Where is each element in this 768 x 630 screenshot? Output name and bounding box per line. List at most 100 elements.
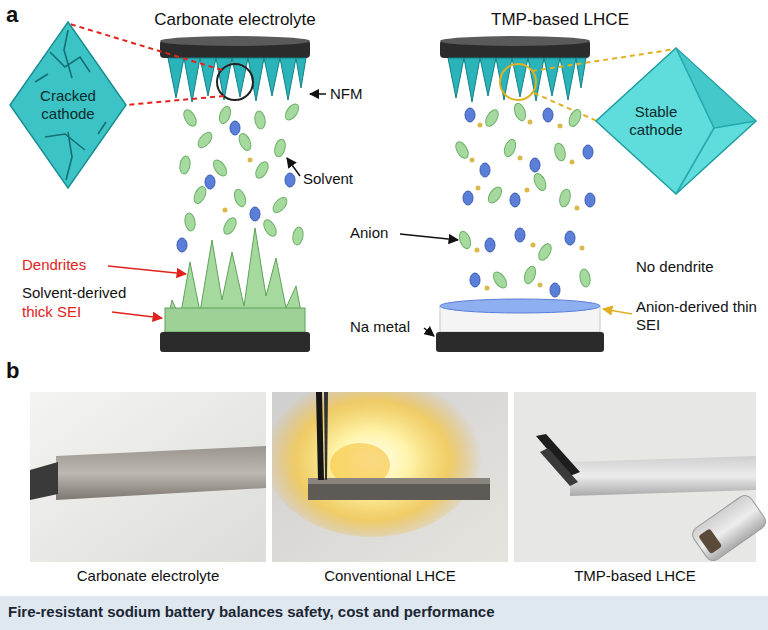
cathode-crystals: [168, 58, 184, 98]
zoom-callout: [217, 64, 253, 100]
solvent-molecule: [237, 132, 254, 153]
anion-molecule: [205, 175, 215, 189]
solvent-molecule: [232, 188, 248, 208]
cathode-crystals: [168, 58, 586, 102]
crystal-line: [35, 74, 48, 82]
sodium-ion: [570, 160, 575, 165]
solvent-molecule: [536, 242, 554, 263]
photo-caption: Carbonate electrolyte: [30, 567, 266, 585]
stable-cathode-diamond: Stable cathode: [596, 48, 756, 194]
column-heading: TMP-based LHCE: [455, 10, 665, 30]
part-label: Anion-derived thin SEI: [636, 298, 758, 334]
cathode-current-collector: [160, 36, 590, 58]
dendrite-sei: [165, 308, 305, 332]
leader-arrow: [108, 94, 632, 336]
solvent-molecule: [512, 102, 528, 122]
column-heading: Carbonate electrolyte: [120, 10, 350, 30]
photo-conventional: [324, 392, 328, 480]
cathode-crystals: [280, 58, 296, 100]
anion-molecule: [550, 283, 560, 297]
crystal-line: [714, 121, 756, 128]
photo-caption: Conventional LHCE: [272, 567, 508, 585]
panel-letter: b: [6, 358, 30, 384]
dendrite-sei: [160, 228, 310, 352]
solvent-molecule: [457, 230, 473, 250]
sodium-ion: [580, 246, 585, 251]
sodium-ion: [478, 123, 483, 128]
anion-molecule: [470, 273, 480, 287]
anion-molecule: [250, 207, 260, 221]
sodium-ion: [528, 120, 533, 125]
solvent-molecule: [283, 102, 302, 122]
photo-tmp: [514, 392, 768, 564]
solvent-molecule: [192, 185, 209, 206]
solvent-molecule: [491, 270, 510, 290]
cathode-crystals: [480, 58, 496, 96]
cathode-crystals: [248, 58, 264, 101]
photo-conventional: [272, 392, 482, 537]
anion-molecule: [463, 191, 473, 205]
sodium-ion: [558, 124, 563, 129]
part-label: Na metal: [350, 318, 425, 336]
photo-conventional: [262, 367, 508, 562]
diamond-shape: [596, 48, 756, 194]
solvent-molecule: [579, 268, 592, 287]
photo-tmp: [570, 456, 756, 496]
solvent-molecule: [221, 216, 239, 237]
solvent-molecule: [532, 172, 549, 193]
solvent-molecule: [502, 138, 518, 158]
sodium-ion: [538, 283, 543, 288]
part-label: Solvent-derived: [22, 284, 157, 302]
crystal-line: [98, 122, 106, 134]
solvent-molecule: [184, 212, 197, 231]
figure-caption: Fire-resistant sodium battery balances s…: [8, 603, 760, 621]
solvent-molecule: [522, 265, 538, 285]
leader-arrow: [603, 309, 632, 314]
sodium-ion: [470, 158, 475, 163]
leader-arrow: [108, 266, 186, 274]
anion-molecule: [177, 238, 187, 252]
photo-tmp: [698, 528, 722, 554]
crystal-line: [676, 48, 714, 128]
photo-tmp: [689, 492, 768, 563]
solvent-molecule: [211, 158, 230, 178]
cathode-crystals: [184, 58, 200, 102]
solvent-molecule: [217, 105, 233, 125]
sodium-ion: [525, 188, 530, 193]
anion-molecule: [510, 193, 520, 207]
leader-arrow: [287, 158, 300, 176]
zoom-callout: [534, 93, 597, 121]
leader-arrow: [400, 234, 458, 240]
solvent-molecule: [553, 142, 567, 162]
cathode-crystals: [296, 58, 306, 88]
photo-tmp: [540, 448, 578, 486]
cathode-crystals: [464, 58, 480, 102]
status-label: No dendrite: [636, 258, 756, 276]
sodium-ion: [531, 243, 536, 248]
node-label: Cracked cathode: [33, 87, 103, 123]
part-label: NFM: [330, 85, 390, 103]
anion-molecule: [585, 193, 595, 207]
sodium-ion: [485, 286, 490, 291]
anion-molecule: [485, 238, 495, 252]
photo-carbonate: [30, 392, 266, 562]
caption-bar: [0, 596, 768, 630]
cathode-crystals: [560, 58, 576, 100]
sodium-ion: [223, 208, 228, 213]
sodium-ion: [470, 120, 585, 291]
anion-molecule: [480, 163, 490, 177]
photo-carbonate: [56, 446, 266, 500]
sodium-ion: [248, 158, 253, 163]
anion-molecule: [465, 108, 475, 122]
solvent-molecule: [253, 160, 271, 181]
crystal-line: [45, 134, 85, 150]
solvent-molecule: [273, 138, 287, 158]
photo-conventional: [272, 392, 482, 537]
photo-conventional: [308, 478, 490, 500]
solvent-molecule: [453, 102, 591, 290]
sodium-ion: [575, 206, 580, 211]
crystal-line: [64, 30, 72, 78]
solvent-molecule: [270, 195, 289, 215]
warning-label: Dendrites: [22, 256, 112, 274]
